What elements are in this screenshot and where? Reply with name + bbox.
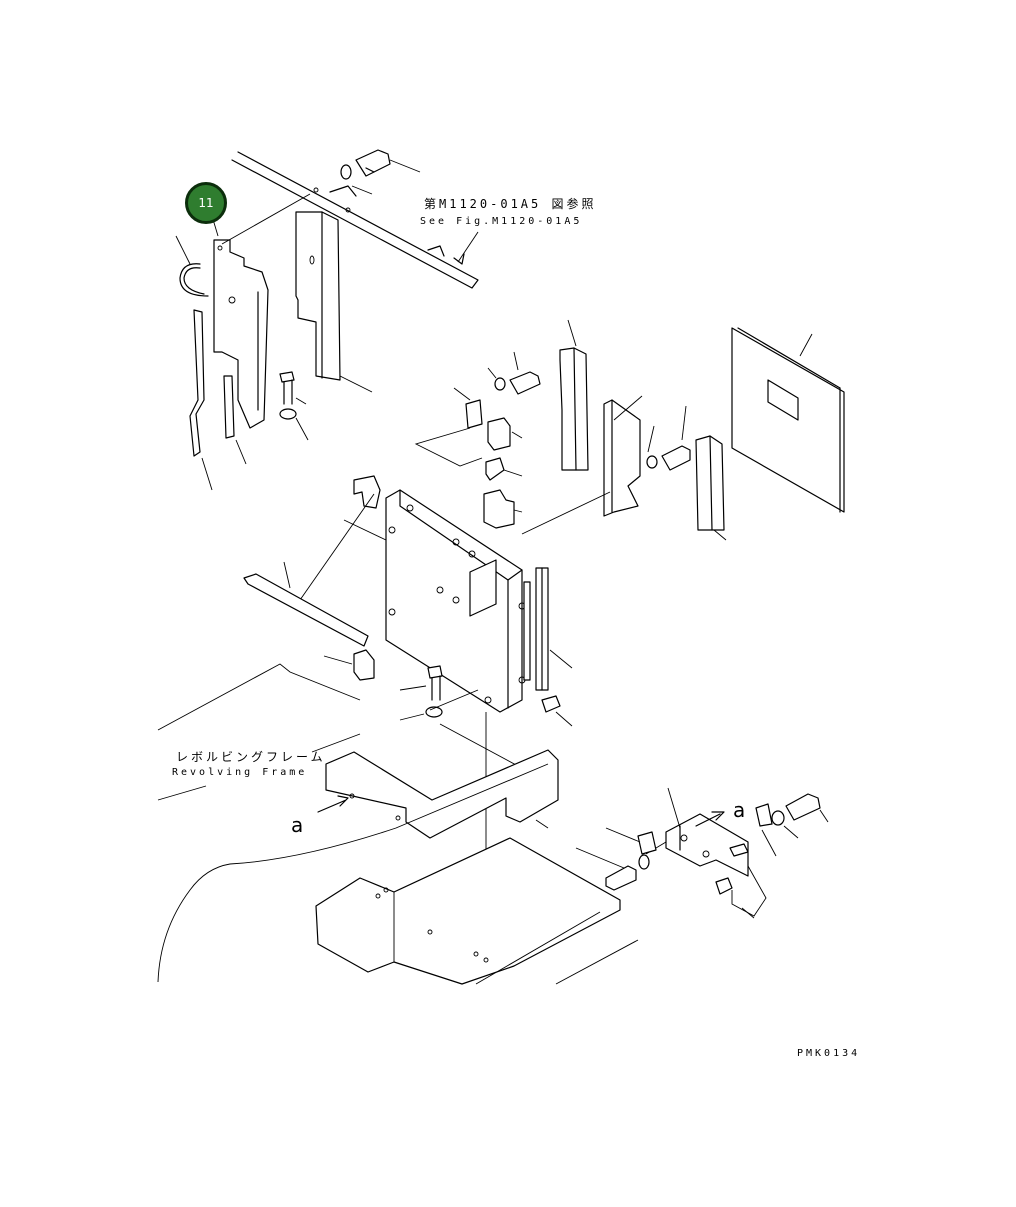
bracket-leader	[299, 493, 375, 601]
item-number-callout[interactable]: 11	[185, 182, 227, 224]
long-strip	[189, 309, 213, 491]
detail-a-bolt-left	[575, 841, 667, 891]
detail-a-right-hardware	[755, 793, 829, 857]
right-thin-plate	[603, 395, 643, 517]
tall-upper-plate	[295, 211, 373, 393]
side-strip	[523, 567, 573, 691]
bottom-clip	[323, 649, 375, 681]
frame-label-japanese: レボルビングフレーム	[176, 750, 326, 764]
detail-a-bracket	[665, 787, 749, 877]
plate-leader	[221, 193, 311, 245]
detail-a-spacers	[715, 843, 767, 919]
long-bar	[243, 561, 369, 647]
u-clip	[175, 235, 209, 297]
cover-panel	[731, 327, 845, 513]
drawing-code: PMK0134	[797, 1048, 861, 1059]
fig-ref-arrow	[453, 253, 465, 265]
view-a-label-left: a	[291, 813, 304, 837]
fig-ref-english: See Fig.M1120-01A5	[420, 216, 583, 227]
callout-number: 11	[198, 196, 214, 210]
spacer-block-3	[483, 489, 523, 529]
right-notched-plate	[559, 319, 589, 471]
box-top-bracket	[353, 475, 381, 509]
plate-to-box-leader	[521, 491, 611, 535]
small-notched-plate	[695, 435, 727, 541]
small-bolt	[279, 371, 309, 441]
top-rail	[231, 151, 479, 289]
view-a-arrow-left	[317, 795, 349, 813]
small-spacer	[541, 695, 573, 727]
mid-clip-bracket	[414, 387, 483, 467]
fig-ref-leader	[457, 231, 479, 263]
spacer-block-2	[485, 457, 523, 481]
mid-bolt	[487, 351, 541, 395]
frame-label-english: Revolving Frame	[172, 767, 308, 778]
fig-ref-japanese: 第M1120-01A5 図参照	[424, 197, 597, 211]
revolving-frame	[157, 663, 639, 985]
bottom-bolt	[399, 665, 443, 721]
left-bracket-plate	[213, 239, 269, 429]
controller-box	[385, 489, 526, 713]
view-a-label-right: a	[733, 798, 746, 822]
detail-a-small-clip	[605, 827, 657, 855]
top-bolt	[340, 149, 421, 195]
spacer-block-1	[487, 417, 523, 451]
view-a-arrow-right	[695, 811, 725, 827]
mount-leaders	[429, 689, 519, 767]
short-strip	[223, 375, 247, 465]
right-bolt	[646, 405, 691, 471]
box-leader	[343, 519, 387, 541]
